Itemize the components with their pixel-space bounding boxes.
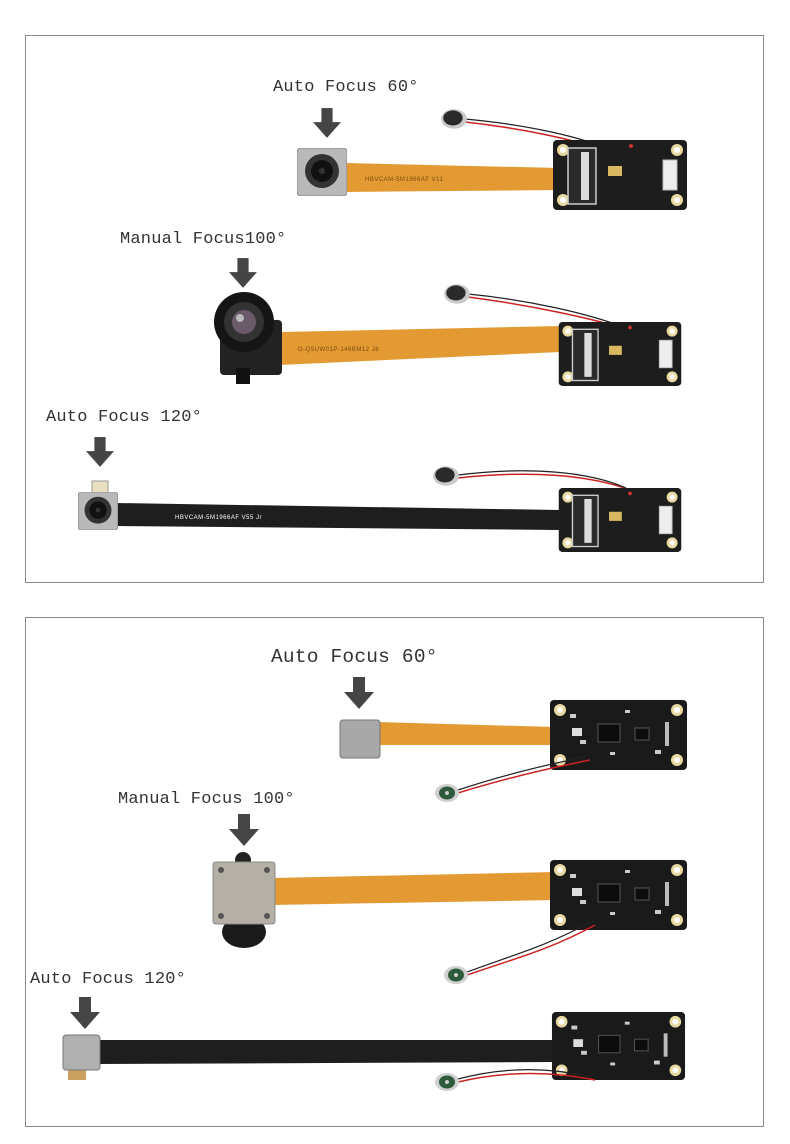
flex-cable: [98, 1040, 555, 1064]
flex-cable: [272, 872, 555, 905]
label-manual-focus-100: Manual Focus 100°: [118, 790, 295, 809]
camera-module: [297, 148, 347, 196]
row-manual-focus-100-uvc: [212, 814, 687, 984]
arrow-down-icon: [86, 437, 114, 467]
label-auto-focus-120: Auto Focus 120°: [30, 970, 187, 989]
label-auto-focus-120: Auto Focus 120°: [46, 408, 203, 427]
usb-board: [557, 488, 683, 552]
usb-board: [557, 322, 683, 386]
camera-module: [339, 719, 381, 759]
arrow-down-icon: [229, 814, 259, 846]
camera-module: [212, 861, 276, 925]
arrow-down-icon: [229, 258, 257, 288]
row-auto-focus-120-uvc: [62, 997, 686, 1091]
flex-cable: [116, 503, 560, 530]
row-auto-focus-60-usb: HBVCAM-5M1966AF V11: [297, 108, 687, 210]
uvc-board: [551, 1012, 686, 1080]
row-auto-focus-120-usb: HBVCAM-5M1966AF V55 Jr: [78, 437, 683, 552]
microphone-icon: [444, 284, 470, 304]
row-auto-focus-60-uvc: [339, 677, 687, 802]
microphone-icon: [435, 784, 459, 802]
cable-text: HBVCAM-5M1966AF V11: [365, 177, 444, 183]
microphone-icon: [444, 966, 468, 984]
camera-module: [62, 1034, 101, 1071]
arrow-down-icon: [313, 108, 341, 138]
microphone-icon: [435, 1073, 459, 1091]
flex-cable: [280, 326, 560, 365]
microphone-icon: [441, 109, 467, 129]
row-manual-focus-100-usb: G-Q5UW01P-146BM12 J8: [214, 258, 683, 386]
microphone-icon: [433, 466, 459, 486]
arrow-down-icon: [344, 677, 374, 709]
flex-cable: [378, 722, 555, 745]
camera-module: [78, 492, 118, 530]
flex-cable: [345, 163, 560, 192]
label-manual-focus-100: Manual Focus100°: [120, 230, 287, 249]
cable-text: G-Q5UW01P-146BM12 J8: [298, 347, 379, 353]
usb-board: [553, 140, 687, 210]
cable-text: HBVCAM-5M1966AF V55 Jr: [175, 515, 262, 521]
label-auto-focus-60: Auto Focus 60°: [271, 646, 438, 668]
label-auto-focus-60: Auto Focus 60°: [273, 78, 419, 97]
arrow-down-icon: [70, 997, 100, 1029]
uvc-board: [550, 860, 687, 930]
